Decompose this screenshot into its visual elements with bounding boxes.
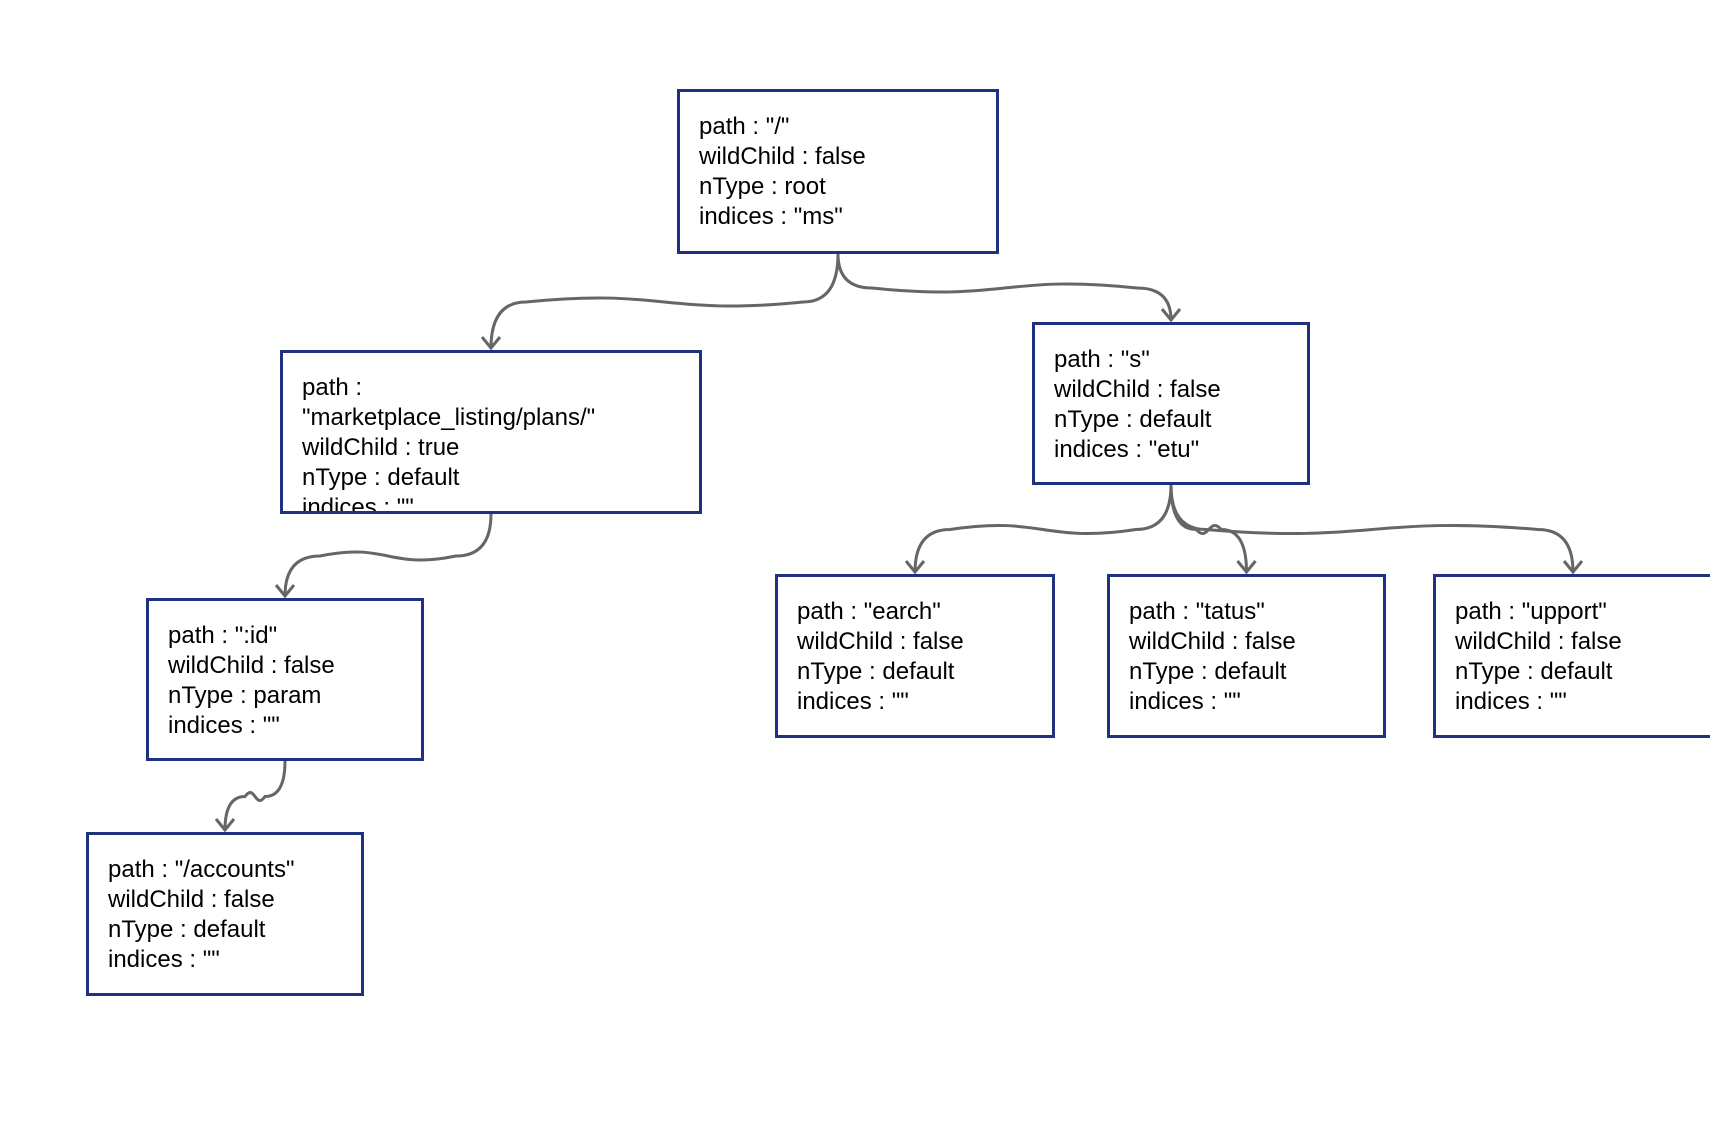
edge-marketplace-id <box>283 513 493 597</box>
arrowhead-icon <box>274 584 296 599</box>
edge-s-earch <box>913 484 1173 573</box>
arrowhead-icon <box>1160 308 1182 323</box>
node-field: indices : "" <box>302 494 414 514</box>
node-field: path : "/" <box>699 113 790 140</box>
arrowhead-icon <box>904 560 926 575</box>
node-field: path : <box>302 374 363 401</box>
node-accounts: path : "/accounts" wildChild : false nType… <box>86 832 364 996</box>
node-field: indices : "" <box>108 946 220 973</box>
node-field: "marketplace_listing/plans/" <box>302 404 596 431</box>
node-field: indices : "" <box>797 688 909 715</box>
node-field: indices : "etu" <box>1054 436 1200 463</box>
node-field: indices : "" <box>1129 688 1241 715</box>
node-field: wildChild : true <box>302 434 460 461</box>
node-field: nType : default <box>302 464 460 491</box>
node-field: nType : default <box>1455 658 1613 685</box>
arrowhead-icon <box>1562 560 1584 575</box>
node-field: indices : "" <box>1455 688 1567 715</box>
node-earch: path : "earch" wildChild : false nType : d… <box>775 574 1055 738</box>
node-field: path : "tatus" <box>1129 598 1265 625</box>
node-field: path : "s" <box>1054 346 1150 373</box>
node-field: wildChild : false <box>797 628 964 655</box>
node-field: indices : "ms" <box>699 203 843 230</box>
node-upport: path : "upport" wildChild : false nType : … <box>1433 574 1710 738</box>
node-field: nType : default <box>108 916 266 943</box>
edge-s-upport <box>1169 484 1575 573</box>
arrowhead-icon <box>480 336 502 351</box>
node-field: wildChild : false <box>699 143 866 170</box>
edge-root-s <box>836 253 1173 321</box>
node-marketplace: path : "marketplace_listing/plans/" wildCh… <box>280 350 702 514</box>
node-field: wildChild : false <box>108 886 275 913</box>
node-field: nType : default <box>797 658 955 685</box>
node-field: wildChild : false <box>168 652 335 679</box>
node-field: wildChild : false <box>1455 628 1622 655</box>
node-field: indices : "" <box>168 712 280 739</box>
arrowhead-icon <box>214 818 236 833</box>
node-field: wildChild : false <box>1054 376 1221 403</box>
arrowhead-icon <box>1236 560 1257 575</box>
node-field: path : "/accounts" <box>108 856 295 883</box>
node-field: path : ":id" <box>168 622 278 649</box>
node-s: path : "s" wildChild : false nType : defau… <box>1032 322 1310 485</box>
edge-root-marketplace <box>489 253 840 349</box>
node-field: path : "upport" <box>1455 598 1607 625</box>
node-field: nType : root <box>699 173 826 200</box>
node-id: path : ":id" wildChild : false nType : par… <box>146 598 424 761</box>
node-field: path : "earch" <box>797 598 941 625</box>
node-field: nType : param <box>168 682 322 709</box>
node-field: wildChild : false <box>1129 628 1296 655</box>
edge-id-accounts <box>223 760 287 831</box>
node-field: nType : default <box>1054 406 1212 433</box>
node-root: path : "/" wildChild : false nType : root i… <box>677 89 999 254</box>
node-tatus: path : "tatus" wildChild : false nType : d… <box>1107 574 1386 738</box>
node-field: nType : default <box>1129 658 1287 685</box>
